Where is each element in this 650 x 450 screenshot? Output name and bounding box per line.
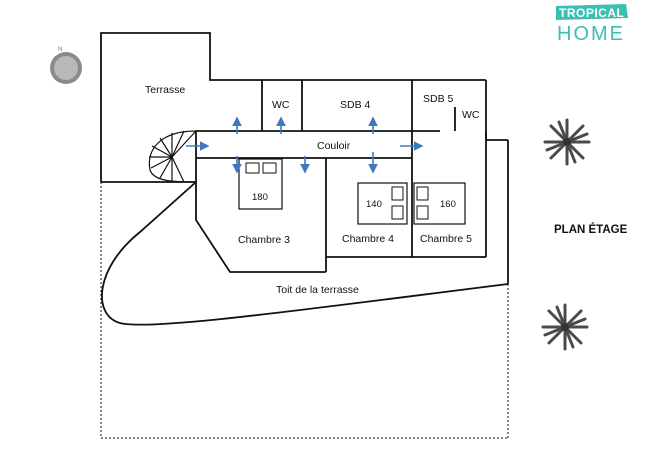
label-sdb5: SDB 5: [423, 93, 454, 105]
chambre3-outline: [195, 182, 326, 273]
bed-size-chambre3: 180: [252, 192, 268, 203]
palm-tree-icon: [543, 118, 591, 166]
ground-outline: [100, 181, 509, 439]
bed-size-chambre4: 140: [366, 199, 382, 210]
tropical-home-logo: TROPICAL HOME: [556, 4, 628, 45]
logo-bottom-text: HOME: [557, 23, 625, 45]
compass-icon: N: [50, 47, 82, 84]
label-wc2: WC: [462, 109, 480, 121]
label-wc1: WC: [272, 99, 290, 111]
label-sdb4: SDB 4: [340, 99, 371, 111]
plan-title: PLAN ÉTAGE: [554, 223, 628, 236]
bed-icon: 180: [238, 158, 283, 210]
bed-icon: 160: [413, 182, 466, 225]
label-couloir: Couloir: [317, 140, 351, 152]
logo-banner: [556, 4, 628, 20]
top-rooms-walls: [261, 79, 487, 131]
corridor-walls: [195, 130, 440, 182]
label-toit: Toit de la terrasse: [276, 284, 359, 296]
logo-top-text: TROPICAL: [559, 6, 624, 20]
label-terrasse: Terrasse: [145, 84, 185, 96]
staircase-icon: [148, 130, 197, 183]
palm-tree-icon: [541, 303, 589, 351]
bed-size-chambre5: 160: [440, 199, 456, 210]
label-chambre4: Chambre 4: [342, 233, 394, 245]
roof-outline: [101, 181, 509, 326]
bed-icon: 140: [357, 182, 408, 225]
arrow-icon: [186, 116, 424, 174]
label-chambre3: Chambre 3: [238, 234, 290, 246]
label-chambre5: Chambre 5: [420, 233, 472, 245]
right-wing-walls: [325, 131, 509, 284]
compass-north-label: N: [58, 47, 62, 53]
